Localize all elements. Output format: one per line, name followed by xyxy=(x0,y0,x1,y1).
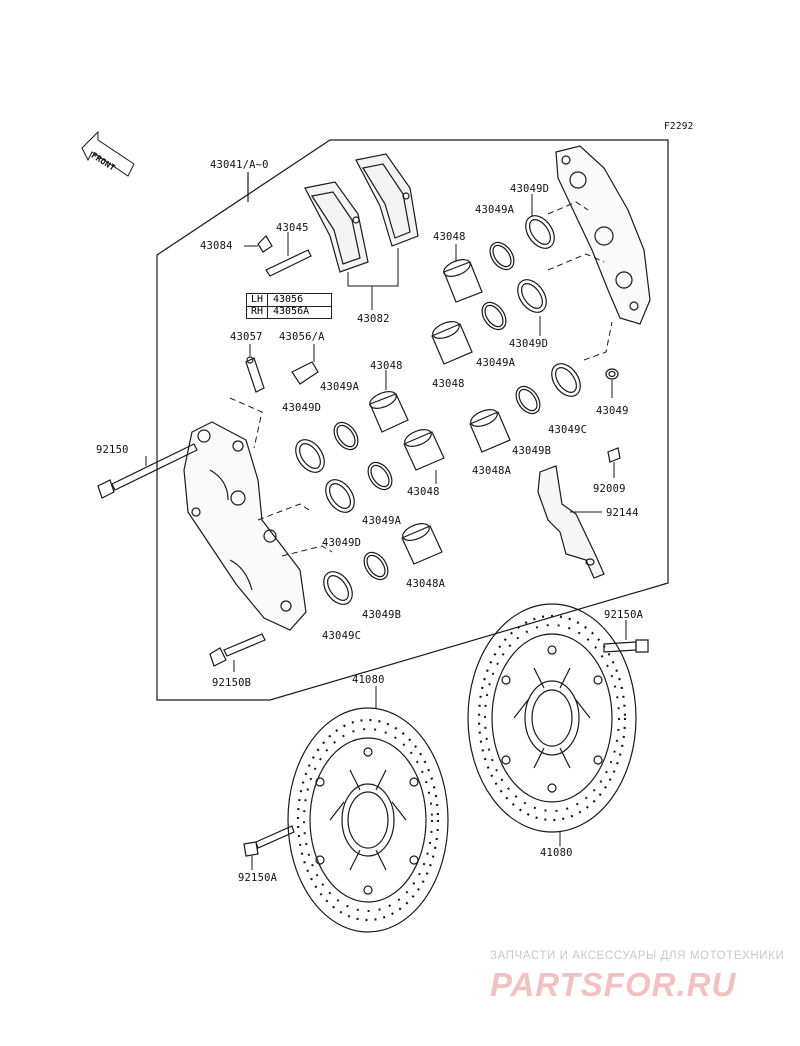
watermark-logo: PARTSFOR.RU xyxy=(490,966,737,1003)
table-cell-side: RH xyxy=(247,306,268,318)
pad-pin-icon xyxy=(265,232,312,277)
bleeder-icon xyxy=(245,344,265,393)
label-41080: 41080 xyxy=(540,847,573,859)
label-43049D: 43049D xyxy=(322,537,362,549)
label-43048: 43048 xyxy=(432,378,465,390)
label-43049A: 43049A xyxy=(475,204,515,216)
label-43049A: 43049A xyxy=(362,515,402,527)
label-43049A: 43049A xyxy=(476,357,516,369)
label-43048: 43048 xyxy=(370,360,403,372)
washer-icon xyxy=(605,368,619,380)
piston-icon xyxy=(369,391,445,565)
label-43048A: 43048A xyxy=(406,578,446,590)
label-43049A: 43049A xyxy=(320,381,360,393)
label-43045: 43045 xyxy=(276,222,309,234)
bolt-icon xyxy=(607,447,621,478)
table-cell-part: 43056 xyxy=(273,294,304,305)
label-43049B: 43049B xyxy=(362,609,402,621)
label-43049B: 43049B xyxy=(512,445,552,457)
brake-disc-icon xyxy=(287,707,449,933)
label-92144: 92144 xyxy=(606,507,639,519)
bolt-icon xyxy=(209,633,266,667)
label-43041: 43041/A~0 xyxy=(210,159,269,171)
brake-pad-icon xyxy=(304,153,419,273)
watermark-tagline: ЗАПЧАСТИ И АКСЕССУАРЫ ДЛЯ МОТОТЕХНИКИ xyxy=(490,950,785,962)
label-92150A: 92150A xyxy=(238,872,278,884)
label-92150A: 92150A xyxy=(604,609,644,621)
seal-ring-icon xyxy=(481,215,581,415)
bleeder-cap-icon xyxy=(291,344,319,385)
label-43049D: 43049D xyxy=(510,183,550,195)
label-43049D: 43049D xyxy=(282,402,322,414)
bolt-icon xyxy=(97,443,198,499)
bolt-icon xyxy=(243,825,295,857)
label-43049D: 43049D xyxy=(509,338,549,350)
table-cell-part: 43056A xyxy=(273,306,310,317)
brake-disc-icon xyxy=(467,603,637,833)
bolt-icon xyxy=(603,639,649,653)
label-43049C: 43049C xyxy=(548,424,588,436)
piston-icon xyxy=(431,259,511,453)
assembly-frame xyxy=(156,139,669,701)
label-43048A: 43048A xyxy=(472,465,512,477)
label-43057: 43057 xyxy=(230,331,263,343)
front-arrow-icon xyxy=(81,130,135,177)
label-92150B: 92150B xyxy=(212,677,252,689)
label-43048: 43048 xyxy=(433,231,466,243)
label-43049: 43049 xyxy=(596,405,629,417)
label-43048: 43048 xyxy=(407,486,440,498)
bracket-icon xyxy=(537,465,605,579)
seal-ring-icon xyxy=(295,421,393,605)
figure-code: F2292 xyxy=(664,121,694,132)
right-caliper-icon xyxy=(555,145,651,325)
left-caliper-icon xyxy=(183,421,307,631)
side-variant-table: LH 43056 RH 43056A xyxy=(246,293,332,319)
label-43056-A: 43056/A xyxy=(279,331,325,343)
label-43082: 43082 xyxy=(357,313,390,325)
label-92150: 92150 xyxy=(96,444,129,456)
label-41080: 41080 xyxy=(352,674,385,686)
pin-clip-icon xyxy=(244,235,273,253)
label-43049C: 43049C xyxy=(322,630,362,642)
label-43084: 43084 xyxy=(200,240,233,252)
label-92009: 92009 xyxy=(593,483,626,495)
